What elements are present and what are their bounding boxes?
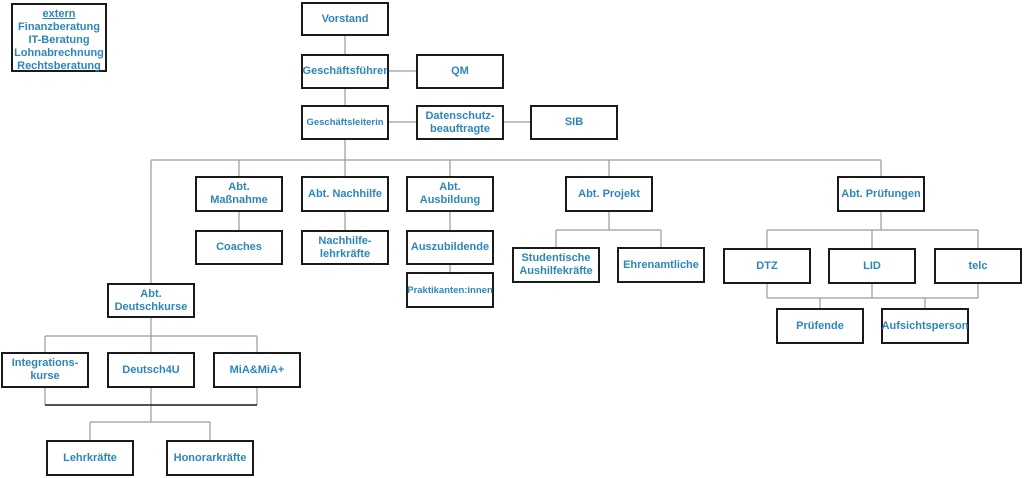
node-ehrenamtliche: Ehrenamtliche: [617, 247, 705, 283]
node-abt-nachhilfe: Abt. Nachhilfe: [301, 176, 389, 212]
extern-item: IT-Beratung: [28, 34, 90, 46]
node-abt-deutschkurse: Abt. Deutschkurse: [107, 283, 195, 318]
node-qm: QM: [416, 54, 504, 89]
node-nachhilfelehrkraefte: Nachhilfe- lehrkräfte: [301, 230, 389, 265]
extern-title: extern: [42, 8, 76, 20]
extern-item: Finanzberatung: [18, 21, 100, 33]
node-pruefende: Prüfende: [776, 308, 864, 344]
node-honorarkraefte: Honorarkräfte: [166, 440, 254, 476]
node-geschaeftsleiterin: Geschäftsleiterin: [301, 105, 389, 140]
node-telc: telc: [934, 248, 1022, 284]
node-integrationskurse: Integrations- kurse: [1, 352, 89, 388]
node-abt-massnahme: Abt. Maßnahme: [195, 176, 283, 212]
extern-box: extern Finanzberatung IT-Beratung Lohnab…: [11, 3, 107, 72]
node-sib: SIB: [530, 105, 618, 140]
node-geschaeftsfuehrer: Geschäftsführer: [301, 54, 389, 89]
node-vorstand: Vorstand: [301, 2, 389, 36]
node-dtz: DTZ: [723, 248, 811, 284]
node-aufsichtsperson: Aufsichtsperson: [881, 308, 969, 344]
node-mia: MiA&MiA+: [213, 352, 301, 388]
node-lehrkraefte: Lehrkräfte: [46, 440, 134, 476]
extern-item: Lohnabrechnung: [14, 47, 104, 59]
node-abt-projekt: Abt. Projekt: [565, 176, 653, 212]
node-deutsch4u: Deutsch4U: [107, 352, 195, 388]
node-studentische-aushilfekraefte: Studentische Aushilfekräfte: [512, 247, 600, 283]
node-coaches: Coaches: [195, 230, 283, 265]
node-datenschutz: Datenschutz- beauftragte: [416, 105, 504, 140]
node-praktikanten: Praktikanten:innen: [406, 272, 494, 308]
node-lid: LID: [828, 248, 916, 284]
node-abt-ausbildung: Abt. Ausbildung: [406, 176, 494, 212]
extern-item: Rechtsberatung: [17, 60, 101, 72]
node-auszubildende: Auszubildende: [406, 230, 494, 265]
node-abt-pruefungen: Abt. Prüfungen: [837, 176, 925, 212]
